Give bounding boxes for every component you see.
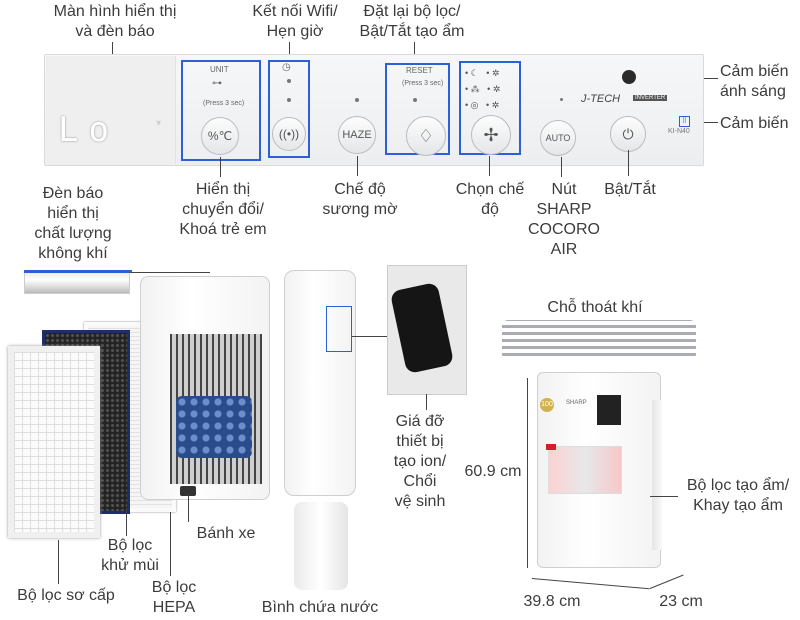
water-tank-image: [294, 502, 348, 590]
cocoro-air-button[interactable]: AUTO: [540, 120, 576, 156]
indicator-dot: [413, 98, 417, 102]
leader-line: [628, 150, 629, 176]
label-water-tank: Bình chứa nước: [261, 599, 379, 616]
leader-line: [58, 540, 59, 584]
reset-text: RESET: [406, 66, 433, 75]
fan-icon: ✢: [483, 124, 499, 145]
humidify-button[interactable]: ♢: [406, 116, 446, 156]
indicator-dot: [560, 98, 563, 101]
haze-button[interactable]: HAZE: [338, 116, 376, 154]
light-sensor-icon: [622, 70, 636, 84]
leader-line: [130, 272, 210, 273]
quality-light-bar: [24, 270, 132, 273]
label-wifi: Kết nối Wifi/Hẹn giờ: [252, 3, 338, 40]
mode-icon-row: • ⁂ • ✲: [465, 84, 501, 94]
label-height: 60.9 cm: [464, 463, 522, 480]
power-icon: ⏻: [622, 125, 634, 142]
width-dimension-line: [531, 578, 650, 590]
leader-line: [112, 42, 113, 56]
sharp-logo-small: SHARP: [566, 400, 587, 406]
label-humidifier-filter: Bộ lọc tạo ẩm/Khay tạo ẩm: [686, 477, 790, 514]
pre-filter-image: [8, 346, 100, 538]
sensor-icon: ⠿: [679, 116, 690, 127]
sharp-logo-red: [546, 444, 556, 450]
label-pre-filter: Bộ lọc sơ cấp: [17, 587, 115, 604]
leader-line: [357, 156, 358, 176]
leader-line: [188, 494, 189, 522]
leader-line: [414, 42, 415, 64]
leader-line: [489, 156, 490, 176]
award-badge-icon: 100: [540, 398, 554, 412]
leader-line: [352, 336, 388, 337]
humidifier-wheel: [176, 396, 252, 458]
unit-toggle-button[interactable]: %℃: [201, 117, 239, 155]
wifi-icon: ((•)): [278, 127, 300, 141]
inverter-badge: INVERTER: [633, 95, 668, 101]
unit-text: UNIT: [210, 65, 229, 74]
label-reset: Đặt lại bộ lọc/Bật/Tắt tạo ẩm: [359, 3, 465, 40]
leader-line: [289, 42, 290, 60]
key-icon: ⊶: [212, 78, 222, 89]
label-wheels: Bánh xe: [196, 525, 256, 542]
purifier-side-view: [284, 270, 356, 496]
model-text: KI-N40: [668, 128, 690, 135]
mode-icons-grid: • ☾ • ✲ • ⁂ • ✲ • ◎ • ✲: [465, 65, 521, 113]
info-sticker: [548, 446, 622, 494]
display-screen: Lo ▾: [46, 56, 176, 164]
indicator-dot: [287, 79, 291, 83]
water-drop-icon: ♢: [417, 125, 435, 146]
ion-sticker: [597, 395, 621, 425]
wifi-highlight: [268, 60, 310, 158]
switch-lock-highlight: [181, 60, 261, 161]
leader-line: [220, 157, 221, 177]
label-sensor: Cảm biến: [720, 115, 789, 132]
height-dimension-line: [527, 378, 528, 568]
leader-line: [126, 508, 127, 536]
timer-icon: ◷: [282, 62, 291, 73]
label-power: Bật/Tắt: [604, 181, 656, 198]
leader-line: [690, 122, 718, 123]
auto-label: AUTO: [545, 133, 571, 143]
leader-line: [650, 496, 678, 497]
leader-line: [426, 394, 427, 410]
side-panel: [652, 400, 662, 550]
mode-select-button[interactable]: ✢: [471, 115, 511, 155]
mode-icon-row: • ☾ • ✲: [465, 68, 500, 78]
wheel-icon: [180, 486, 196, 496]
ion-holder-highlight: [326, 306, 352, 352]
press-3sec-text-2: (Press 3 sec): [402, 80, 444, 87]
mode-icon-row: • ◎ • ✲: [465, 100, 500, 110]
depth-dimension-line: [649, 574, 684, 589]
leader-line: [561, 157, 562, 177]
label-width: 39.8 cm: [523, 593, 581, 610]
brand-text: J-TECH: [581, 93, 621, 105]
label-depth: 23 cm: [659, 593, 703, 610]
indicator-dot: [287, 98, 291, 102]
unit-toggle-label: %℃: [207, 129, 233, 143]
press-3sec-text: (Press 3 sec): [203, 100, 245, 107]
leader-line: [170, 512, 171, 576]
wifi-indicator-icon: ▾: [156, 118, 162, 129]
indicator-dot: [355, 98, 359, 102]
quality-light-strip: [24, 270, 130, 294]
haze-button-label: HAZE: [342, 129, 372, 141]
air-outlet-image: [502, 320, 696, 360]
display-readout: Lo: [58, 110, 119, 150]
label-air-outlet: Chỗ thoát khí: [547, 299, 643, 316]
wifi-button[interactable]: ((•)): [272, 117, 306, 151]
power-button[interactable]: ⏻: [610, 116, 646, 152]
